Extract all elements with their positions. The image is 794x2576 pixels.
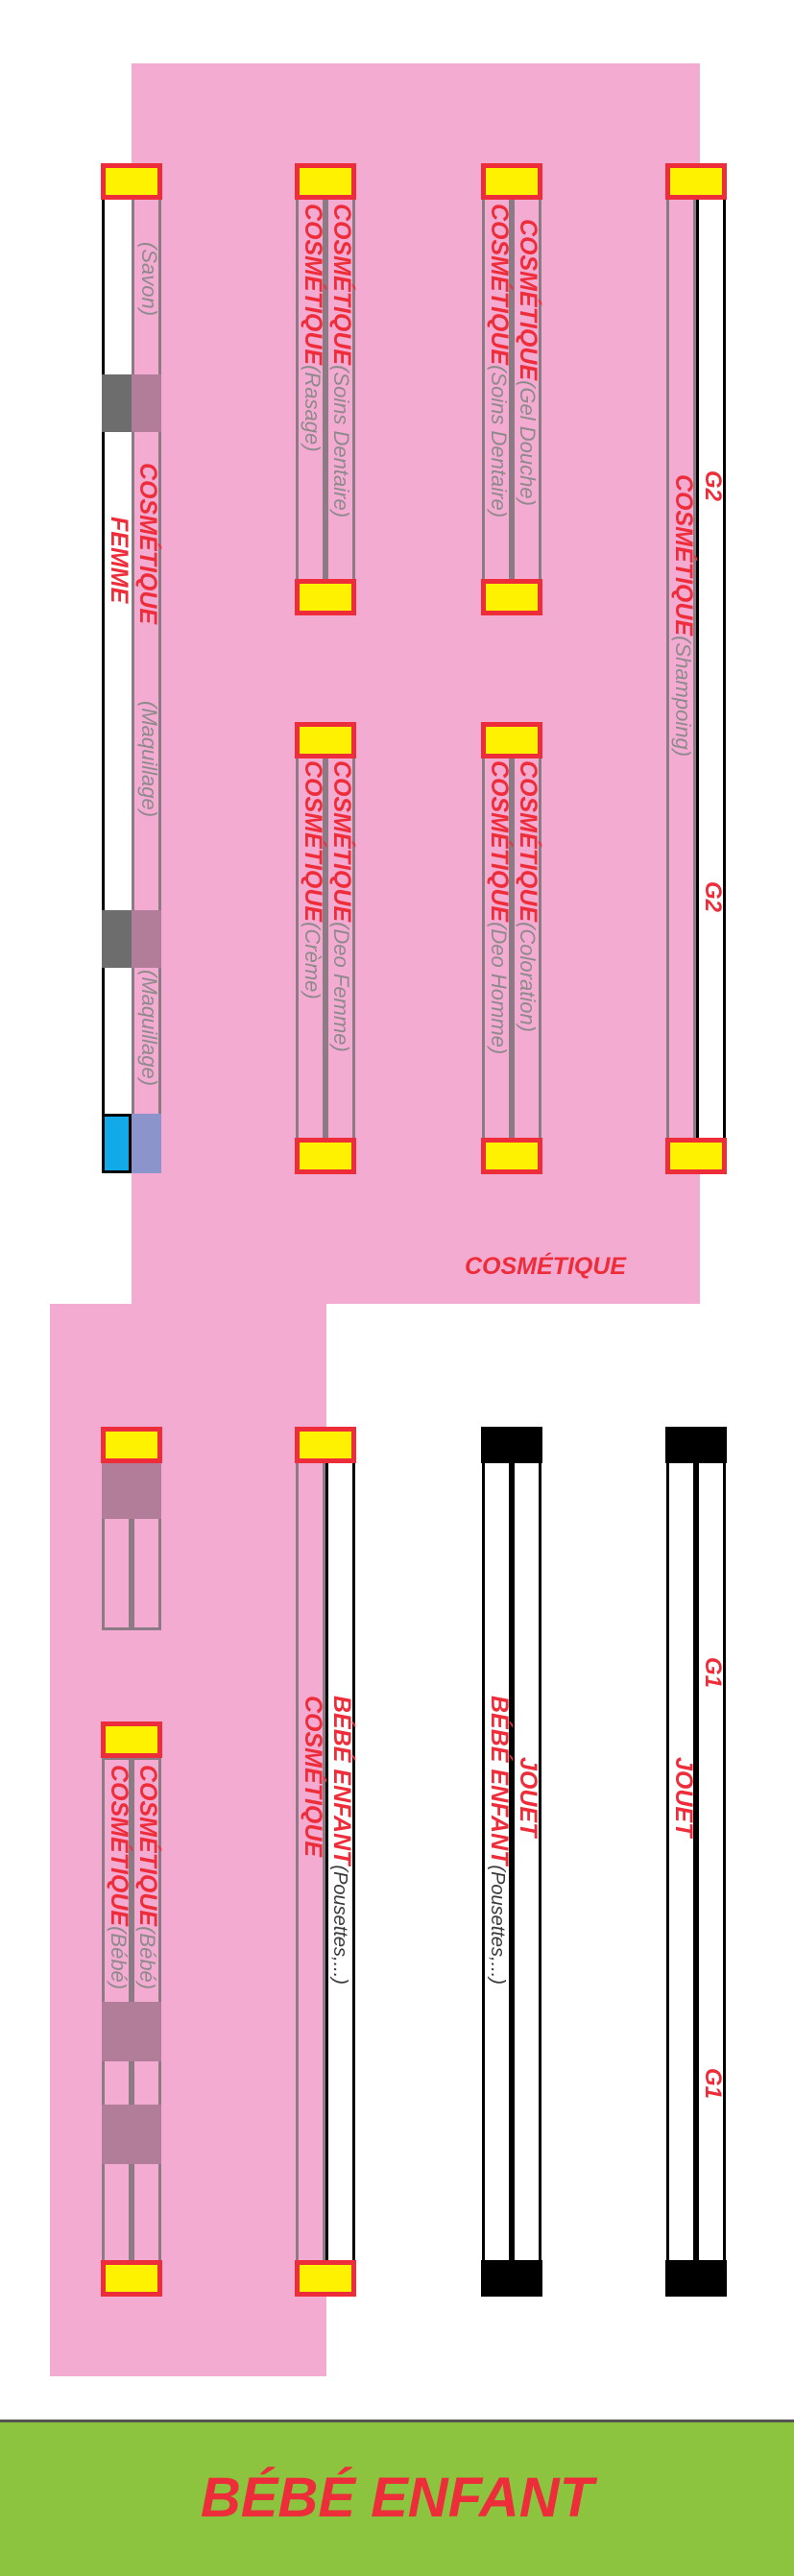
shelf-6-endcap-bottom — [665, 1138, 727, 1174]
shelf-6-main-label: COSMÉTIQUE(Shampoing) — [670, 474, 697, 758]
shelf-9-jouet-label: JOUET — [515, 1757, 541, 1838]
shelf-5-endcap-top — [481, 722, 542, 758]
shelf-10-endcap-bottom — [665, 2260, 727, 2297]
shelf-1-lavender-block — [132, 1114, 161, 1173]
shelf-10-g1-label-1: G1 — [700, 1657, 726, 1689]
shelf-2[interactable]: COSMÉTIQUE(Soins Dentaire) COSMÉTIQUE(Ra… — [296, 192, 355, 595]
shelf-4-endcap-bottom — [295, 1138, 356, 1174]
shelf-10-right-strip — [696, 1459, 726, 2280]
shelf-8-right-strip — [325, 1459, 355, 2280]
shelf-2-left-label: COSMÉTIQUE(Rasage) — [300, 204, 326, 452]
shelf-7b-mauve-block-1 — [102, 2002, 161, 2061]
shelf-4[interactable]: COSMÉTIQUE(Deo Femme) COSMÉTIQUE(Crème) — [296, 749, 355, 1157]
shelf-1-cosmetique-label: COSMÉTIQUE — [134, 463, 161, 625]
shelf-7a[interactable] — [102, 1459, 161, 1630]
shelf-10[interactable]: G1 JOUET G1 — [666, 1459, 726, 2280]
shelf-1-femme-label: FEMME — [106, 517, 132, 604]
shelf-1-maquillage-label-1: (Maquillage) — [137, 701, 161, 818]
shelf-6-g2-label-2: G2 — [700, 881, 726, 913]
shelf-2-endcap-top — [295, 163, 356, 200]
shelf-8-left-strip — [296, 1459, 325, 2280]
shelf-7b-mauve-block-2 — [102, 2105, 161, 2164]
cosmetique-zone-bottom — [50, 1304, 326, 2376]
shelf-10-jouet-label: JOUET — [670, 1757, 697, 1838]
footer-title: BÉBÉ ENFANT — [200, 2467, 594, 2529]
shelf-7b-left-label: COSMÉTIQUE(Bébé) — [106, 1765, 132, 1990]
shelf-10-g1-label-2: G1 — [700, 2068, 726, 2100]
zone-label-cosmetique: COSMÉTIQUE — [465, 1253, 627, 1280]
shelf-1-gray-block-2 — [102, 910, 132, 968]
shelf-1-savon-label: (Savon) — [137, 242, 161, 317]
shelf-8-endcap-bottom — [295, 2260, 356, 2297]
shelf-2-right-label: COSMÉTIQUE(Soins Dentaire) — [328, 204, 355, 518]
shelf-5-endcap-bottom — [481, 1138, 542, 1174]
shelf-5[interactable]: COSMÉTIQUE(Coloration) COSMÉTIQUE(Deo Ho… — [482, 749, 541, 1157]
shelf-4-left-label: COSMÉTIQUE(Crème) — [300, 760, 326, 999]
shelf-6-right-strip — [696, 192, 726, 1158]
shelf-7b-right-label: COSMÉTIQUE(Bébé) — [134, 1765, 161, 1990]
shelf-5-left-label: COSMÉTIQUE(Deo Homme) — [486, 760, 513, 1055]
shelf-4-endcap-top — [295, 722, 356, 758]
shelf-1-left-strip — [102, 192, 132, 1173]
shelf-7b[interactable]: COSMÉTIQUE(Bébé) COSMÉTIQUE(Bébé) — [102, 1757, 161, 2280]
shelf-9-endcap-bottom — [481, 2260, 542, 2297]
footer-banner: BÉBÉ ENFANT — [0, 2420, 794, 2576]
shelf-1[interactable]: (Savon) COSMÉTIQUE FEMME (Maquillage) (M… — [102, 192, 161, 1173]
shelf-5-right-label: COSMÉTIQUE(Coloration) — [515, 760, 541, 1033]
shelf-8-right-label: BÉBÉ ENFANT(Pousettes,...) — [328, 1696, 355, 1985]
shelf-9-left-strip — [482, 1459, 512, 2280]
shelf-6[interactable]: G2 G2 COSMÉTIQUE(Shampoing) — [666, 192, 726, 1158]
shelf-9-bebe-label: BÉBÉ ENFANT(Pousettes,...) — [486, 1696, 513, 1985]
shelf-7b-endcap-bottom — [101, 2260, 162, 2297]
shelf-1-gray-block-1 — [102, 374, 132, 432]
shelf-3-endcap-bottom — [481, 579, 542, 615]
shelf-3-endcap-top — [481, 163, 542, 200]
shelf-10-endcap-top — [665, 1427, 727, 1463]
shelf-1-blue-block — [102, 1114, 132, 1173]
shelf-6-g2-label-1: G2 — [700, 470, 726, 502]
shelf-4-right-label: COSMÉTIQUE(Deo Femme) — [328, 760, 355, 1052]
shelf-3-right-label: COSMÉTIQUE(Gel Douche) — [515, 219, 541, 506]
shelf-8-endcap-top — [295, 1427, 356, 1463]
shelf-8[interactable]: BÉBÉ ENFANT(Pousettes,...) COSMÉTIQUE — [296, 1459, 355, 2280]
shelf-9-right-strip — [512, 1459, 541, 2280]
shelf-9[interactable]: JOUET BÉBÉ ENFANT(Pousettes,...) — [482, 1459, 541, 2280]
shelf-1-mauve-block-1 — [132, 374, 161, 432]
shelf-7b-endcap-top — [101, 1721, 162, 1758]
shelf-8-left-label: COSMÉTIQUE — [300, 1696, 326, 1858]
cosmetique-zone-top — [132, 63, 700, 1304]
shelf-7a-mauve-block — [102, 1459, 161, 1519]
shelf-10-left-strip — [666, 1459, 696, 2280]
shelf-1-maquillage-label-2: (Maquillage) — [137, 970, 161, 1087]
shelf-6-endcap-top — [665, 163, 727, 200]
shelf-3-left-label: COSMÉTIQUE(Soins Dentaire) — [486, 204, 513, 518]
shelf-3[interactable]: COSMÉTIQUE(Gel Douche) COSMÉTIQUE(Soins … — [482, 192, 541, 595]
shelf-1-endcap-top — [101, 163, 162, 200]
shelf-1-mauve-block-2 — [132, 910, 161, 968]
shelf-7a-endcap-top — [101, 1427, 162, 1463]
shelf-9-endcap-top — [481, 1427, 542, 1463]
shelf-2-endcap-bottom — [295, 579, 356, 615]
